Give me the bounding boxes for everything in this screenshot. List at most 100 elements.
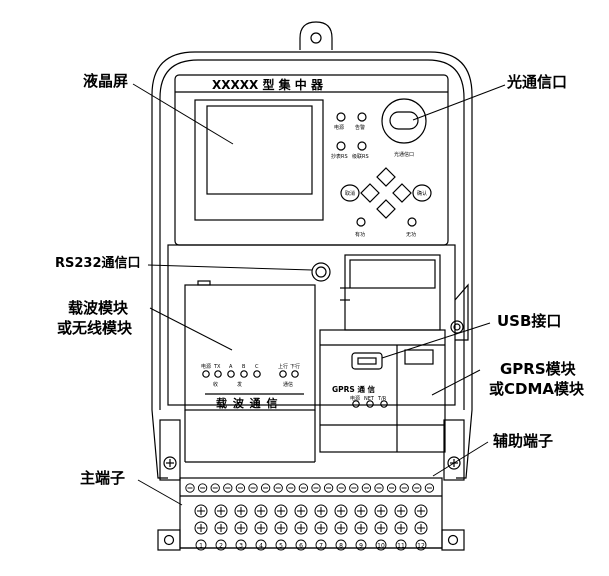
main-terminal-screw: [294, 504, 308, 518]
aux-terminal-leader-line: [432, 441, 489, 477]
alarm-led: [357, 112, 367, 122]
carrier-callout-line1: 载波模块: [68, 299, 129, 317]
aux-terminal-screw: [248, 483, 258, 493]
aux-terminal-screw: [286, 483, 296, 493]
aux-terminal-screw: [374, 483, 384, 493]
rs232-leader-line: [147, 264, 313, 271]
gprs-led-label-power: 电源: [350, 395, 360, 402]
housing-inner-outline: [159, 59, 465, 410]
optical-port-window: [389, 111, 419, 130]
terminal-number: 6: [299, 543, 303, 550]
main-terminal-screw: [374, 504, 388, 518]
main-terminal-screw: [314, 521, 328, 535]
carrier-led-label-b: B: [242, 364, 246, 370]
hook-hole: [310, 32, 322, 44]
gprs-leader-line: [431, 369, 481, 396]
terminal-number: 8: [339, 543, 343, 550]
terminal-number: 12: [417, 543, 425, 550]
lcd-leader-line: [132, 83, 234, 145]
aux-terminal-screw: [260, 483, 271, 493]
main-terminal-screw: [234, 521, 248, 535]
optical-port: [381, 98, 427, 144]
main-terminal-screw: [374, 521, 388, 535]
aux-terminal-screw: [185, 483, 195, 493]
indicator-label-cascade-rs: 级联RS: [352, 153, 369, 160]
carrier-module-title: 载 波 通 信: [216, 396, 279, 410]
gprs-led-label-tr: T/R: [377, 396, 387, 402]
optical-port-caption: 光通信口: [394, 151, 414, 158]
lower-panel: [167, 244, 456, 406]
main-terminal-screw: [334, 504, 348, 518]
main-terminal-screw: [194, 504, 208, 518]
left-key: [360, 183, 380, 203]
aux-terminal-screw: [311, 483, 321, 493]
main-terminal-screw: [194, 521, 208, 535]
optical-port-callout: 光通信口: [507, 73, 568, 91]
carrier-under-label-rx: 收: [213, 381, 218, 388]
carrier-led-label-up: 上行: [278, 363, 288, 370]
aux-terminal-screw: [210, 483, 220, 493]
terminal-number: 1: [199, 543, 203, 550]
indicator-label-meter-rs: 抄表RS: [331, 153, 348, 160]
cascade-rs485-led: [357, 141, 367, 151]
carrier-under-label-tx: 发: [237, 381, 242, 388]
carrier-callout-line2: 或无线模块: [57, 319, 133, 337]
up-key: [376, 167, 396, 187]
reactive-energy-caption: 无功: [406, 231, 416, 238]
terminal-number: 5: [279, 543, 283, 550]
indicator-label-alarm: 告警: [355, 124, 365, 131]
gprs-callout-line1: GPRS模块: [500, 360, 576, 378]
main-terminal-screw: [414, 521, 428, 535]
main-terminal-screw: [214, 504, 228, 518]
main-terminal-screw: [414, 504, 428, 518]
module-bracket: [344, 254, 441, 331]
cancel-key: [340, 184, 360, 202]
terminal-number: 7: [319, 543, 323, 550]
confirm-key-label: 确认: [417, 190, 427, 197]
terminal-number: 2: [219, 543, 223, 550]
aux-terminal-screw: [273, 483, 283, 493]
carrier-led-label-power: 电源: [201, 363, 211, 370]
housing-outline: [151, 51, 473, 410]
gprs-module-title: GPRS 通 信: [332, 384, 376, 394]
carrier-module: [184, 284, 316, 411]
terminal-number: 11: [397, 543, 405, 550]
main-terminal-screw: [254, 504, 268, 518]
aux-terminal-screw: [386, 483, 397, 493]
carrier-led-label-down: 下行: [290, 363, 300, 370]
terminal-number: 3: [239, 543, 243, 550]
main-terminal-screw: [394, 504, 408, 518]
meter-rs485-led: [336, 141, 346, 151]
usb-callout: USB接口: [497, 312, 562, 330]
main-terminal-screw: [354, 521, 368, 535]
carrier-under-label-comm: 通信: [283, 381, 293, 388]
aux-terminal-screw: [223, 483, 233, 493]
rs232-callout: RS232通信口: [55, 256, 141, 271]
aux-terminal-callout: 辅助端子: [493, 432, 554, 450]
rs232-port: [311, 262, 331, 282]
aux-terminal-screw: [361, 483, 372, 493]
lcd-window: [194, 99, 324, 221]
power-led: [336, 112, 346, 122]
aux-terminal-screw: [349, 483, 359, 493]
main-terminal-screw: [274, 521, 288, 535]
aux-terminal-screw: [399, 483, 409, 493]
main-terminal-screw: [314, 504, 328, 518]
aux-terminal-screw: [197, 483, 208, 493]
main-terminal-screw: [274, 504, 288, 518]
carrier-led-label-a: A: [229, 364, 233, 370]
confirm-key: [412, 184, 432, 202]
active-energy-led: [356, 217, 366, 227]
indicator-label-power: 电源: [334, 124, 344, 131]
main-terminal-callout: 主端子: [80, 469, 126, 487]
right-key: [392, 183, 412, 203]
gprs-module: [319, 329, 446, 453]
aux-terminal-screw: [323, 483, 334, 493]
gprs-callout-line2: 或CDMA模块: [489, 380, 584, 398]
carrier-led-label-tx: TX: [213, 364, 221, 370]
aux-terminal-screw: [235, 483, 246, 493]
main-terminal-screw: [334, 521, 348, 535]
main-terminal-leader-line: [137, 479, 183, 506]
